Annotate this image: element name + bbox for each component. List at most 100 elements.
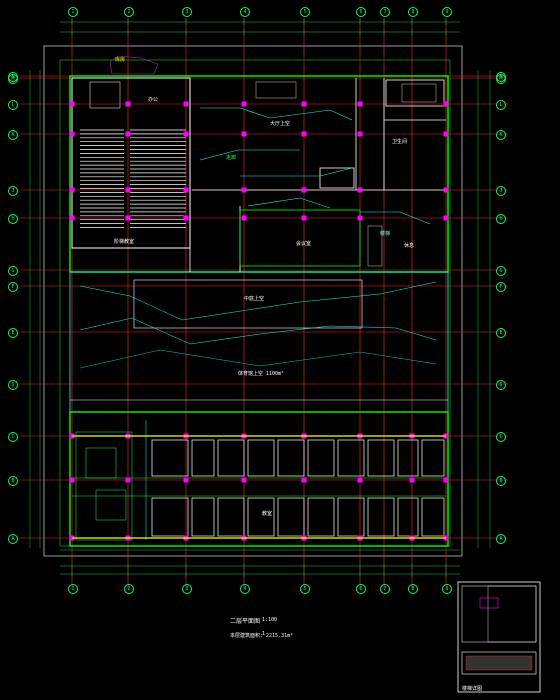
room-label-storage: 库房 [115,57,126,63]
column [125,187,131,193]
axis-bubble-row: K [8,130,18,140]
classroom-lower [397,497,419,537]
column [125,101,131,107]
column [301,101,307,107]
column [69,131,75,137]
axis-bubble-col: 4 [240,584,250,594]
axis-bubble-col: 8 [408,584,418,594]
axis-bubble-row: H [8,214,18,224]
column [409,477,415,483]
column [301,131,307,137]
column [125,131,131,137]
classroom-lower [151,497,189,537]
axis-bubble-col: 2 [124,7,134,17]
column [125,215,131,221]
dimension-lines [29,19,491,577]
column [183,215,189,221]
axis-bubble-col: 5 [300,7,310,17]
axis-grid [20,18,508,590]
classroom-lower [421,497,445,537]
column [69,187,75,193]
classroom-upper [421,439,445,477]
column [443,215,449,221]
stair-detail-box [457,581,541,693]
axis-bubble-col: 7 [380,7,390,17]
column [69,215,75,221]
drawing-scale: 1:100 [262,617,278,623]
area-note: 本层建筑面积: 2215.31m² [230,633,294,639]
axis-bubble-row: L [496,100,506,110]
classroom-lower [247,497,275,537]
column [183,131,189,137]
axis-bubble-row: D [8,380,18,390]
drawing-title: 二层平面图 [230,618,261,625]
column [443,477,449,483]
axis-bubble-col: 9 [442,584,452,594]
column [443,101,449,107]
axis-bubble-col: 2 [124,584,134,594]
room-label-lounge: 休息 [404,243,415,249]
classroom-lower [217,497,245,537]
column [183,477,189,483]
axis-bubble-col: 3 [182,7,192,17]
axis-bubble-col: 4 [240,7,250,17]
lower-classrooms [151,439,445,537]
axis-bubble-col: 1 [68,584,78,594]
column [241,477,247,483]
lower-left-wing [75,420,147,541]
classroom-upper [367,439,395,477]
classroom-upper [337,439,365,477]
detail-label: 楼梯详图 [462,686,483,692]
column [241,215,247,221]
axis-bubble-row: G [496,266,506,276]
sheet-border [43,45,463,557]
column [301,215,307,221]
axis-bubble-row: G [8,266,18,276]
classroom-upper [397,439,419,477]
column [241,131,247,137]
lecture-hall [71,77,191,249]
axis-bubble-col: 9 [442,7,452,17]
structural-columns [69,101,449,541]
room-label-atrium: 中庭上空 [244,296,265,302]
axis-bubble-col: 6 [356,584,366,594]
axis-bubble-row: N [8,72,18,82]
axis-bubble-row: C [496,432,506,442]
classroom-upper [307,439,335,477]
axis-bubble-col: 3 [182,584,192,594]
room-label-office: 办公 [148,97,159,103]
axis-bubble-row: J [8,186,18,196]
room-label-meeting: 会议室 [296,241,312,247]
service-lines-upper [199,107,431,225]
axis-bubble-col: 7 [380,584,390,594]
axis-bubble-col: 8 [408,7,418,17]
axis-bubble-row: B [8,476,18,486]
axis-bubble-row: B [496,476,506,486]
lower-corridor [72,477,446,497]
partition-highlights [72,435,446,539]
column [183,187,189,193]
room-label-toilet: 卫生间 [392,139,408,145]
axis-bubble-row: F [8,282,18,292]
classroom-upper [151,439,189,477]
column [241,101,247,107]
column [69,477,75,483]
axis-bubble-col: 5 [300,584,310,594]
outer-walls [69,75,449,547]
classroom-upper [217,439,245,477]
axis-bubble-col: 6 [356,7,366,17]
column [301,187,307,193]
column [357,215,363,221]
room-label-main-hall: 大厅上空 [270,121,291,127]
axis-bubble-row: A [496,534,506,544]
lecture-seat-rows [80,129,186,228]
column [241,187,247,193]
axis-bubble-row: C [8,432,18,442]
column [443,187,449,193]
column [357,131,363,137]
column [301,477,307,483]
column [357,477,363,483]
classroom-lower [367,497,395,537]
axis-bubble-row: H [496,214,506,224]
